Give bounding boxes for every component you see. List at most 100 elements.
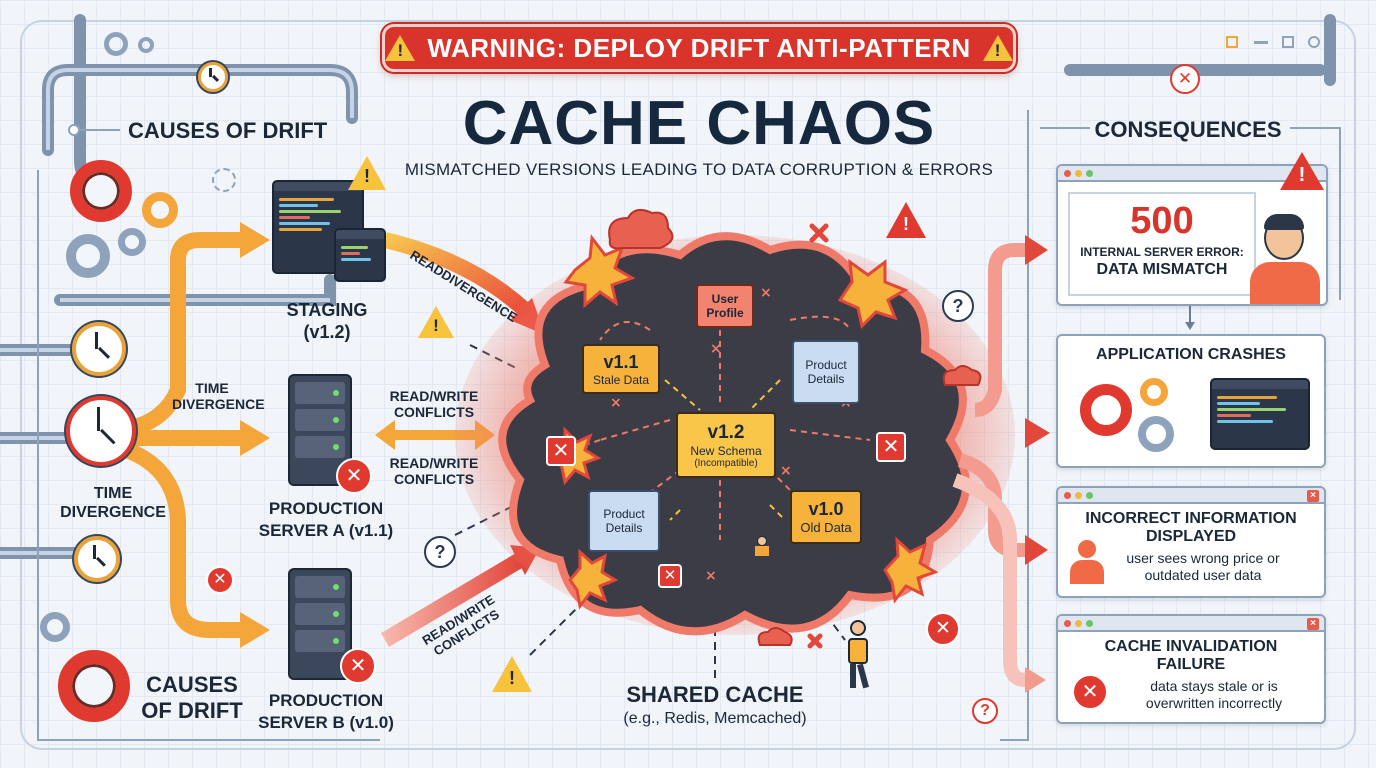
incorrect-text: user sees wrong price or outdated user d… bbox=[1126, 550, 1280, 583]
time-divergence-clock-label: TIME DIVERGENCE bbox=[60, 485, 166, 521]
error-500-panel: 500 INTERNAL SERVER ERROR: DATA MISMATCH bbox=[1056, 164, 1328, 306]
warning-icon-mark: ! bbox=[1298, 164, 1306, 186]
gear-icon bbox=[138, 37, 154, 53]
user-profile-label: User Profile bbox=[706, 292, 744, 320]
right-top-window-bar bbox=[1226, 36, 1342, 50]
staging-arrow bbox=[383, 232, 531, 316]
close-icon: × bbox=[1307, 490, 1319, 502]
warning-icon: ! bbox=[385, 35, 416, 61]
invalidation-title: CACHE INVALIDATION FAILURE bbox=[1104, 638, 1278, 673]
warning-icon-mark: ! bbox=[903, 214, 909, 234]
product-details-label-top: Product Details bbox=[805, 358, 847, 386]
staging-version: (v1.2) bbox=[303, 322, 351, 342]
person-icon bbox=[838, 612, 878, 692]
warning-icon bbox=[886, 202, 926, 238]
gear-icon bbox=[1138, 416, 1174, 452]
gear-icon bbox=[66, 234, 110, 278]
person-icon bbox=[1070, 540, 1104, 586]
stale-data-doc: v1.1 Stale Data bbox=[582, 344, 660, 394]
warning-icon: ! bbox=[982, 35, 1013, 61]
gear-icon bbox=[118, 228, 146, 256]
gear-icon bbox=[212, 168, 236, 192]
error-x-icon: ✕ bbox=[658, 564, 682, 588]
old-version: v1.0 bbox=[808, 499, 844, 519]
question-icon: ? bbox=[942, 290, 974, 322]
page-subtitle: MISMATCHED VERSIONS LEADING TO DATA CORR… bbox=[404, 160, 994, 179]
error-x-icon: ✕ bbox=[206, 566, 234, 594]
clock-icon bbox=[66, 396, 136, 466]
causes-heading: CAUSES OF DRIFT bbox=[128, 118, 328, 143]
warning-icon-mark: ! bbox=[509, 668, 515, 688]
gear-icon bbox=[1140, 378, 1168, 406]
banner-text: WARNING: DEPLOY DRIFT ANTI-PATTERN bbox=[427, 32, 971, 63]
error-x-icon: ✕ bbox=[926, 612, 960, 646]
warning-icon bbox=[1280, 152, 1324, 190]
consequences-heading: CONSEQUENCES bbox=[1094, 117, 1282, 142]
outer-frame bbox=[20, 20, 1356, 750]
orange-flow-arrows bbox=[102, 232, 248, 638]
new-schema-doc: v1.2 New Schema (Incompatible) bbox=[676, 412, 776, 478]
gear-icon bbox=[104, 32, 128, 56]
svg-text:×: × bbox=[610, 395, 622, 411]
prod-b-name: PRODUCTION SERVER B (v1.0) bbox=[258, 691, 394, 732]
error-x-icon: ✕ bbox=[1072, 674, 1108, 710]
invalidation-text: data stays stale or is overwritten incor… bbox=[1145, 678, 1283, 711]
staging-name: STAGING bbox=[286, 300, 368, 320]
clock-icon bbox=[198, 62, 228, 92]
prod-b-arrow bbox=[380, 553, 525, 647]
error-x-icon: ✕ bbox=[340, 648, 376, 684]
conflicts-label-mid: READ/WRITE CONFLICTS bbox=[389, 455, 479, 487]
new-note: (Incompatible) bbox=[694, 457, 758, 469]
user-profile-doc: User Profile bbox=[696, 284, 754, 328]
product-details-doc-top: Product Details bbox=[792, 340, 860, 404]
error-line-2: DATA MISMATCH bbox=[1096, 261, 1228, 278]
new-text: New Schema bbox=[690, 443, 762, 458]
svg-text:×: × bbox=[710, 341, 722, 357]
gear-icon bbox=[58, 650, 130, 722]
new-version: v1.2 bbox=[707, 421, 745, 443]
question-icon: ? bbox=[972, 698, 998, 724]
svg-text:×: × bbox=[705, 568, 717, 584]
error-code: 500 bbox=[1130, 200, 1194, 242]
shared-cache-sublabel: (e.g., Redis, Memcached) bbox=[623, 710, 807, 727]
close-icon: × bbox=[1307, 618, 1319, 630]
server-icon bbox=[288, 568, 352, 680]
gear-icon bbox=[70, 160, 132, 222]
stale-version: v1.1 bbox=[603, 351, 639, 372]
error-line-1: INTERNAL SERVER ERROR: bbox=[1080, 245, 1244, 259]
warning-icon bbox=[418, 306, 454, 338]
old-data-doc: v1.0 Old Data bbox=[790, 490, 862, 544]
warning-banner: ! WARNING: DEPLOY DRIFT ANTI-PATTERN ! bbox=[382, 24, 1016, 72]
warning-icon-mark: ! bbox=[364, 166, 370, 186]
crashes-panel: APPLICATION CRASHES bbox=[1056, 334, 1326, 468]
product-details-label-bottom: Product Details bbox=[603, 507, 645, 535]
old-text: Old Data bbox=[800, 520, 852, 535]
invalidation-panel: × CACHE INVALIDATION FAILURE ✕ data stay… bbox=[1056, 614, 1326, 724]
page-title: CACHE CHAOS bbox=[462, 89, 936, 158]
incorrect-title: INCORRECT INFORMATION DISPLAYED bbox=[1085, 510, 1297, 545]
orange-arrowheads bbox=[240, 222, 270, 648]
person-icon bbox=[748, 536, 776, 564]
warning-icon-mark: ! bbox=[433, 316, 439, 335]
gear-icon bbox=[40, 612, 70, 642]
svg-text:×: × bbox=[760, 285, 772, 301]
gear-icon bbox=[142, 192, 178, 228]
error-x-icon: ✕ bbox=[1170, 64, 1200, 94]
causes-bottom-label: CAUSES OF DRIFT bbox=[141, 672, 243, 723]
incorrect-info-panel: × INCORRECT INFORMATION DISPLAYED user s… bbox=[1056, 486, 1326, 598]
clock-icon bbox=[74, 536, 120, 582]
product-details-doc-bottom: Product Details bbox=[588, 490, 660, 552]
monitor-icon bbox=[1210, 378, 1310, 450]
crashes-title: APPLICATION CRASHES bbox=[1096, 346, 1286, 363]
error-x-icon: ✕ bbox=[876, 432, 906, 462]
stale-text: Stale Data bbox=[592, 372, 650, 387]
conflicts-label-top: READ/WRITE CONFLICTS bbox=[389, 388, 479, 420]
monitor-icon bbox=[334, 228, 386, 282]
person-icon bbox=[1250, 212, 1320, 304]
svg-text:×: × bbox=[780, 463, 792, 479]
warning-icon bbox=[492, 656, 532, 692]
shared-cache-label: SHARED CACHE bbox=[626, 682, 804, 707]
error-x-icon: ✕ bbox=[546, 436, 576, 466]
warning-icon bbox=[348, 156, 386, 190]
consequence-arrows bbox=[952, 243, 1026, 687]
